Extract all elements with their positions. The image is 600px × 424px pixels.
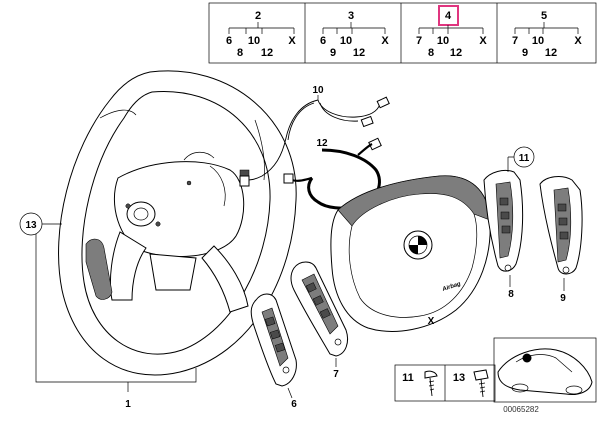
airbag-module[interactable]: Airbag X xyxy=(330,175,491,332)
variant-sub: 8 xyxy=(428,47,434,59)
bmw-roundel-icon xyxy=(403,230,433,260)
fastener-label-11: 11 xyxy=(402,372,414,384)
switch-cluster-9[interactable]: 9 xyxy=(539,176,583,304)
callout-13: 13 xyxy=(25,220,37,231)
callout-1: 1 xyxy=(125,399,131,410)
variant-cell-3[interactable]: 3 6 9 10 12 X xyxy=(320,10,389,59)
variant-x: X xyxy=(288,35,296,47)
callout-9: 9 xyxy=(560,293,566,304)
fastener-box: 11 13 xyxy=(394,364,496,402)
document-number: 00065282 xyxy=(503,405,539,414)
wiring-harness-10[interactable]: 10 xyxy=(239,85,390,187)
variant-x: X xyxy=(381,35,389,47)
variant-sub: 10 xyxy=(340,35,352,47)
switch-cluster-8[interactable]: 8 xyxy=(483,169,524,300)
variant-number: 4 xyxy=(445,10,452,22)
callout-x: X xyxy=(428,316,435,327)
variant-sub: 9 xyxy=(522,47,528,59)
variant-x: X xyxy=(479,35,487,47)
variant-sub: 9 xyxy=(330,47,336,59)
callout-7: 7 xyxy=(333,369,339,380)
variant-sub: 7 xyxy=(416,35,422,47)
variant-cell-4[interactable]: 4 7 8 10 12 X xyxy=(416,5,487,59)
variant-sub: 6 xyxy=(320,35,326,47)
variant-sub: 10 xyxy=(437,35,449,47)
variant-sub: 6 xyxy=(226,35,232,47)
variant-cell-5[interactable]: 5 7 9 10 12 X xyxy=(512,10,582,59)
variant-sub: 10 xyxy=(532,35,544,47)
variant-sub: 10 xyxy=(248,35,260,47)
steering-wheel[interactable] xyxy=(58,70,297,376)
airbag-emblem-text: Airbag xyxy=(441,281,462,293)
callout-13-group: 13 1 xyxy=(19,212,197,410)
variant-x: X xyxy=(574,35,582,47)
variant-sub: 12 xyxy=(261,47,273,59)
variant-sub: 12 xyxy=(450,47,462,59)
screw-icon xyxy=(424,370,438,397)
callout-11: 11 xyxy=(519,153,530,164)
car-locator-inset: 00065282 xyxy=(493,337,597,414)
fastener-label-13: 13 xyxy=(453,372,465,384)
variant-number: 5 xyxy=(541,10,547,22)
location-marker-icon xyxy=(522,353,532,363)
callout-10: 10 xyxy=(312,85,324,96)
switch-cluster-6[interactable]: 6 xyxy=(250,293,297,410)
variant-sub: 8 xyxy=(237,47,243,59)
callout-11-group: 11 xyxy=(507,146,535,172)
selected-variant-highlight xyxy=(438,5,459,26)
variant-number: 2 xyxy=(255,10,261,22)
variant-sub: 12 xyxy=(545,47,557,59)
bolt-icon xyxy=(473,369,489,398)
variant-cell-2[interactable]: 2 6 8 10 12 X xyxy=(226,10,296,59)
variant-table: 2 6 8 10 12 X 3 6 9 10 12 X 4 7 8 10 12 xyxy=(208,2,597,64)
switch-cluster-7[interactable]: 7 xyxy=(290,261,349,380)
variant-sub: 7 xyxy=(512,35,518,47)
variant-number: 3 xyxy=(348,10,354,22)
callout-6: 6 xyxy=(291,399,297,410)
variant-sub: 12 xyxy=(353,47,365,59)
callout-8: 8 xyxy=(508,289,514,300)
callout-12: 12 xyxy=(316,138,328,149)
